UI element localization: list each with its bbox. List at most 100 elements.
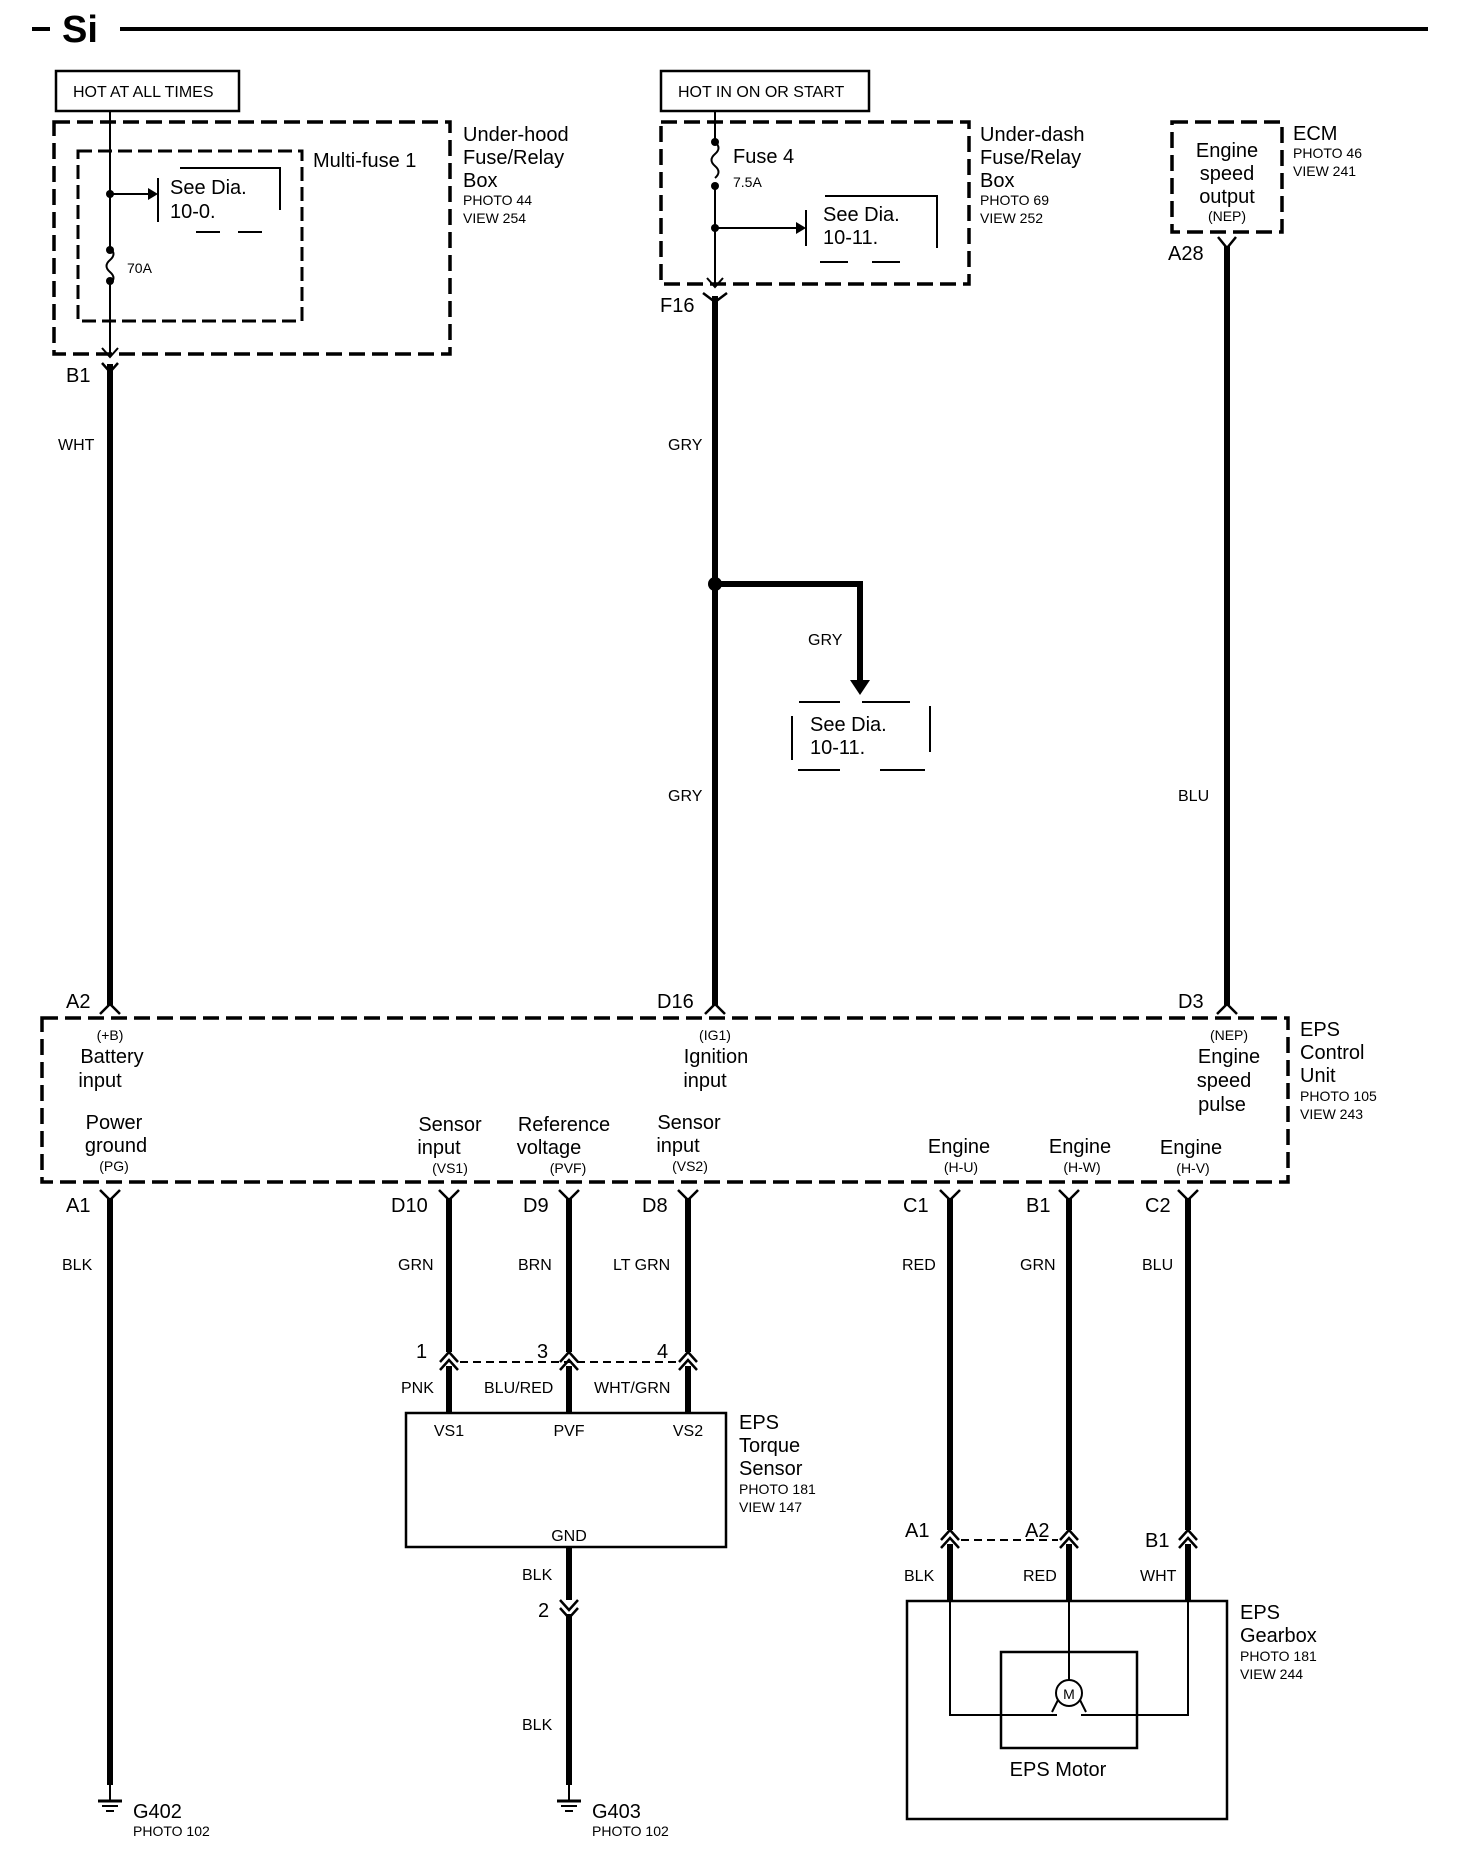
svg-text:HOT AT ALL TIMES: HOT AT ALL TIMES [73,84,214,101]
upper-wires: See Dia. 10-11. [101,246,1230,1005]
svg-text:VIEW 254: VIEW 254 [463,210,526,226]
gearbox-connector: A1 A2 B1 BLK RED WHT [904,1520,1198,1601]
svg-text:See Dia.: See Dia. [823,204,900,226]
wire-blu-label: BLU [1178,788,1209,805]
svg-text:EPS: EPS [1240,1602,1280,1624]
svg-text:A2: A2 [1025,1520,1049,1542]
pin-c1-label: C1 [903,1195,929,1217]
svg-text:Engine: Engine [928,1136,990,1158]
wire-blk-label: BLK [62,1257,93,1274]
eps-gearbox: EPS Gearbox PHOTO 181 VIEW 244 M EPS Mot… [905,1599,1317,1821]
eps-motor-box [999,1650,1139,1750]
svg-text:Under-dash: Under-dash [980,124,1085,146]
svg-text:VIEW 147: VIEW 147 [739,1499,802,1515]
svg-text:PHOTO 69: PHOTO 69 [980,192,1049,208]
svg-text:speed: speed [1200,163,1255,185]
svg-text:PHOTO 181: PHOTO 181 [739,1481,816,1497]
pin-b1-label: B1 [66,365,90,387]
svg-text:(+B): (+B) [97,1027,124,1043]
svg-text:10-11.: 10-11. [810,737,865,759]
svg-text:(H-V): (H-V) [1176,1160,1209,1176]
svg-text:EPS: EPS [1300,1019,1340,1041]
svg-text:Unit: Unit [1300,1065,1336,1087]
svg-text:Fuse/Relay: Fuse/Relay [980,147,1081,169]
svg-text:BLK: BLK [522,1717,553,1734]
wire-gry-label-2: GRY [668,788,703,805]
pin-d3-label: D3 [1178,991,1204,1013]
svg-text:M: M [1063,1686,1075,1702]
lower-wires [107,1198,1191,1785]
wire-grn-label: GRN [398,1257,434,1274]
svg-text:Box: Box [463,170,497,192]
svg-text:4: 4 [657,1341,668,1363]
svg-text:(PVF): (PVF) [550,1160,587,1176]
svg-text:VIEW 243: VIEW 243 [1300,1106,1363,1122]
svg-text:GND: GND [551,1528,587,1545]
svg-text:1: 1 [416,1341,427,1363]
ground-g403: G403 PHOTO 102 [557,1785,669,1839]
eps-torque-sensor: VS1 PVF VS2 GND EPS Torque Sensor PHOTO … [404,1411,816,1549]
pin-b1-bottom-label: B1 [1026,1195,1050,1217]
svg-text:Gearbox: Gearbox [1240,1625,1317,1647]
svg-text:A1: A1 [905,1520,929,1542]
pin-a2-label: A2 [66,991,90,1013]
svg-text:Control: Control [1300,1042,1364,1064]
svg-text:input: input [78,1070,122,1092]
eps-control-unit: (+B) Battery input (IG1) Ignition input … [40,1016,1377,1184]
svg-text:Engine: Engine [1049,1136,1111,1158]
svg-text:(NEP): (NEP) [1210,1027,1248,1043]
wire-brn-label: BRN [518,1257,552,1274]
svg-text:(VS2): (VS2) [672,1158,708,1174]
svg-text:PVF: PVF [553,1423,584,1440]
svg-text:2: 2 [538,1600,549,1622]
svg-text:input: input [656,1135,700,1157]
svg-text:(H-W): (H-W) [1063,1159,1100,1175]
svg-text:10-0.: 10-0. [170,201,216,223]
svg-text:Sensor: Sensor [418,1114,482,1136]
svg-text:Ignition: Ignition [684,1046,749,1068]
svg-text:3: 3 [537,1341,548,1363]
pin-d9-label: D9 [523,1195,549,1217]
wire-gry-label: GRY [668,437,703,454]
underhood-fuse-box: See Dia. 10-0. 70A Multi-fuse 1 Under-ho… [52,111,569,359]
svg-text:VS1: VS1 [434,1423,464,1440]
svg-text:Power: Power [86,1112,143,1134]
svg-text:VIEW 244: VIEW 244 [1240,1666,1303,1682]
svg-text:HOT IN ON OR START: HOT IN ON OR START [678,84,844,101]
svg-text:BLU/RED: BLU/RED [484,1380,553,1397]
svg-text:Engine: Engine [1160,1137,1222,1159]
svg-text:G402: G402 [133,1801,182,1823]
ground-g402: G402 PHOTO 102 [98,1785,210,1839]
svg-text:input: input [417,1137,461,1159]
svg-text:Box: Box [980,170,1014,192]
svg-text:WHT: WHT [1140,1568,1177,1585]
pin-a1-label: A1 [66,1195,90,1217]
svg-text:PHOTO 105: PHOTO 105 [1300,1088,1377,1104]
svg-text:PHOTO 44: PHOTO 44 [463,192,532,208]
svg-text:EPS Motor: EPS Motor [1010,1759,1107,1781]
hot-in-on-or-start-label: HOT IN ON OR START [659,69,871,113]
svg-text:Under-hood: Under-hood [463,124,569,146]
wire-gry-branch-label: GRY [808,632,843,649]
svg-text:voltage: voltage [517,1137,582,1159]
pin-a28-label: A28 [1168,243,1204,265]
svg-text:VIEW 241: VIEW 241 [1293,163,1356,179]
wire-lt-grn-label: LT GRN [613,1257,670,1274]
pin-c2-label: C2 [1145,1195,1171,1217]
svg-text:pulse: pulse [1198,1094,1246,1116]
svg-text:RED: RED [1023,1568,1057,1585]
svg-text:7.5A: 7.5A [733,174,762,190]
svg-text:PHOTO 181: PHOTO 181 [1240,1648,1317,1664]
torque-ground-wire: BLK 2 BLK [522,1547,579,1785]
header: Si [32,9,1428,51]
svg-text:(H-U): (H-U) [944,1159,978,1175]
svg-text:PHOTO 46: PHOTO 46 [1293,145,1362,161]
svg-text:Sensor: Sensor [739,1458,803,1480]
svg-text:See Dia.: See Dia. [170,177,247,199]
wire-wht-label: WHT [58,437,95,454]
svg-text:Fuse/Relay: Fuse/Relay [463,147,564,169]
svg-text:Battery: Battery [80,1046,143,1068]
svg-text:G403: G403 [592,1801,641,1823]
svg-text:PHOTO 102: PHOTO 102 [592,1823,669,1839]
underdash-fuse-box: Fuse 4 7.5A See Dia. 10-11. Under-dash F… [659,111,1085,289]
